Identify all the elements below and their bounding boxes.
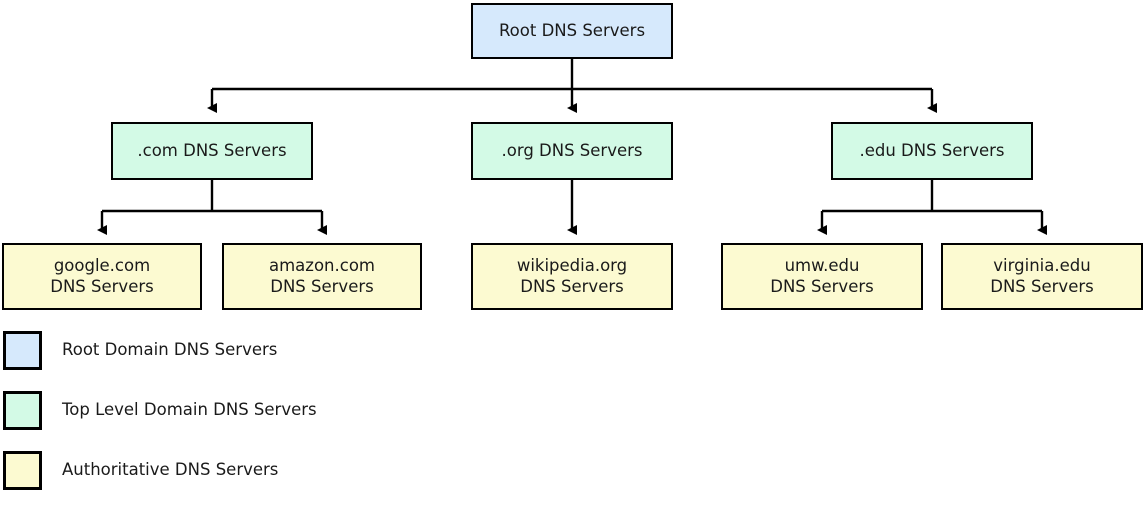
legend-label-tld: Top Level Domain DNS Servers: [62, 400, 317, 419]
edge-tld-edu-bus: [822, 180, 1042, 213]
legend-swatch-root: [3, 331, 42, 370]
legend-label-authoritative: Authoritative DNS Servers: [62, 460, 279, 479]
node-root-dns-servers[interactable]: Root DNS Servers: [471, 3, 673, 59]
node-authoritative-amazon-com[interactable]: amazon.com DNS Servers: [222, 243, 422, 310]
edge-tld-com-bus: [102, 180, 322, 213]
legend-swatch-tld: [3, 391, 42, 430]
node-tld-org-dns-servers[interactable]: .org DNS Servers: [471, 122, 673, 180]
node-tld-com-dns-servers[interactable]: .com DNS Servers: [111, 122, 313, 180]
node-authoritative-umw-edu[interactable]: umw.edu DNS Servers: [721, 243, 923, 310]
node-authoritative-wikipedia-org[interactable]: wikipedia.org DNS Servers: [471, 243, 673, 310]
legend-item-root: Root Domain DNS Servers: [0, 325, 620, 385]
legend-label-root: Root Domain DNS Servers: [62, 340, 278, 359]
node-authoritative-google-com[interactable]: google.com DNS Servers: [2, 243, 202, 310]
legend-swatch-authoritative: [3, 451, 42, 490]
legend-item-authoritative: Authoritative DNS Servers: [0, 445, 620, 505]
node-authoritative-virginia-edu[interactable]: virginia.edu DNS Servers: [941, 243, 1143, 310]
node-tld-edu-dns-servers[interactable]: .edu DNS Servers: [831, 122, 1033, 180]
edge-root-to-tld-bus: [212, 59, 932, 91]
legend-item-tld: Top Level Domain DNS Servers: [0, 385, 620, 445]
legend: Root Domain DNS Servers Top Level Domain…: [0, 325, 620, 505]
